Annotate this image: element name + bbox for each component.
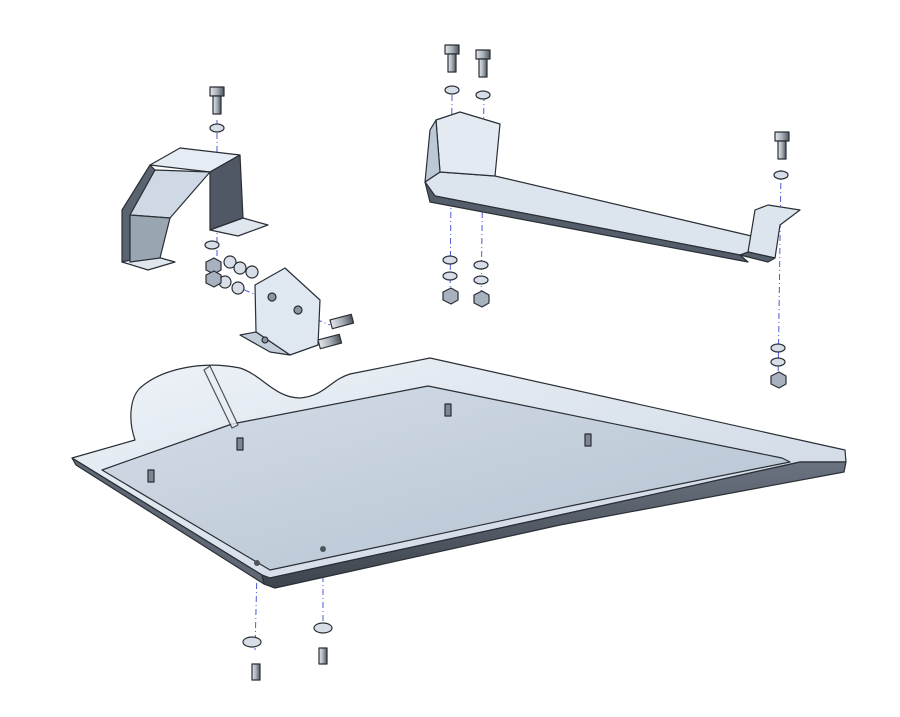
skid-plate (71, 357, 847, 589)
washers (204, 85, 789, 648)
bolts (209, 44, 790, 681)
nuts (205, 257, 787, 389)
long-mounting-bracket (424, 111, 801, 263)
u-bracket (121, 147, 269, 271)
weld-studs (147, 403, 592, 483)
hinge-plate-bracket (239, 267, 355, 356)
